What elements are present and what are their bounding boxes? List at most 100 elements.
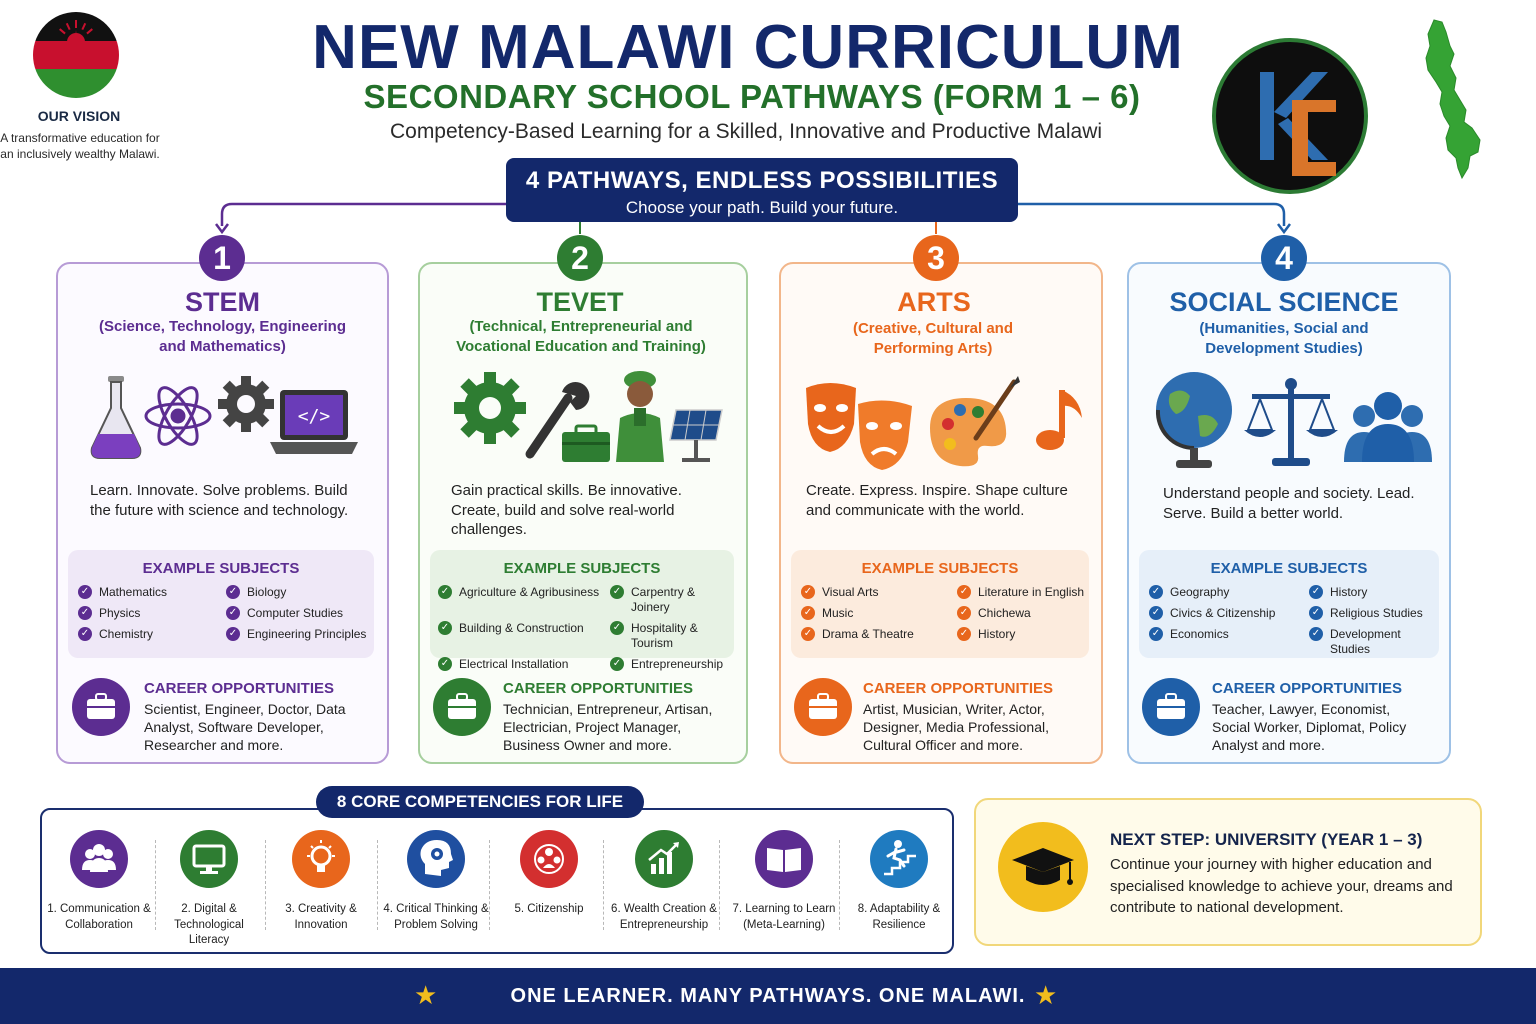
arts-icons (806, 376, 1082, 470)
careers-text: Scientist, Engineer, Doctor, Data Analys… (144, 701, 346, 753)
check-icon: ✓ (610, 621, 624, 635)
subject-item: ✓Literature in English (957, 585, 1089, 600)
check-icon: ✓ (78, 606, 92, 620)
check-icon: ✓ (610, 585, 624, 599)
pathway-number-badge: 2 (557, 235, 603, 281)
atom-icon (144, 386, 212, 446)
check-icon: ✓ (438, 621, 452, 635)
competency-label: 5. Citizenship (514, 903, 584, 915)
briefcase-icon (433, 678, 491, 736)
check-icon: ✓ (1309, 606, 1323, 620)
banner-subtitle: Choose your path. Build your future. (625, 198, 899, 217)
subjects-heading: EXAMPLE SUBJECTS (861, 560, 1019, 577)
subject-item: ✓Visual Arts (801, 585, 957, 600)
careers-heading: CAREER OPPORTUNITIES (144, 680, 335, 697)
subjects-heading: EXAMPLE SUBJECTS (503, 560, 661, 577)
check-icon: ✓ (226, 606, 240, 620)
people-icon (70, 830, 128, 888)
check-icon: ✓ (226, 585, 240, 599)
page-subtitle: SECONDARY SCHOOL PATHWAYS (FORM 1 – 6) (363, 78, 1141, 115)
palette-icon (930, 376, 1020, 467)
competency-label: 1. Communication & Collaboration (47, 903, 151, 931)
competency-label: 6. Wealth Creation & Entrepreneurship (611, 903, 717, 931)
check-icon: ✓ (1149, 627, 1163, 641)
subjects-box: EXAMPLE SUBJECTS ✓Visual Arts ✓Literatur… (791, 550, 1089, 658)
subject-item: ✓Electrical Installation (438, 657, 610, 672)
kc-logo-icon (1260, 72, 1336, 176)
subject-item: ✓Drama & Theatre (801, 627, 957, 642)
check-icon: ✓ (1149, 606, 1163, 620)
check-icon: ✓ (610, 657, 624, 671)
competency-item: 8. Adaptability & Resilience (844, 830, 954, 933)
kc-logo (1212, 38, 1368, 194)
subject-item: ✓Development Studies (1309, 627, 1439, 657)
competency-item: 6. Wealth Creation & Entrepreneurship (609, 830, 719, 933)
competency-item: 3. Creativity & Innovation (266, 830, 376, 933)
competency-item: 7. Learning to Learn (Meta-Learning) (729, 830, 839, 933)
star-icon: ★ (1034, 980, 1058, 1010)
pathways-banner: 4 PATHWAYS, ENDLESS POSSIBILITIES Choose… (506, 158, 1018, 222)
banner-title: 4 PATHWAYS, ENDLESS POSSIBILITIES (525, 167, 999, 194)
growth-chart-icon (635, 830, 693, 888)
scales-icon (1244, 378, 1338, 466)
subject-item: ✓Music (801, 606, 957, 621)
subject-item: ✓Carpentry & Joinery (610, 585, 734, 615)
competency-label: 8. Adaptability & Resilience (857, 903, 941, 931)
check-icon: ✓ (801, 585, 815, 599)
vision-text: A transformative education for an inclus… (0, 131, 160, 161)
monitor-icon (180, 830, 238, 888)
briefcase-icon (1142, 678, 1200, 736)
careers-heading: CAREER OPPORTUNITIES (1212, 680, 1403, 697)
check-icon: ✓ (957, 606, 971, 620)
check-icon: ✓ (438, 585, 452, 599)
careers-heading: CAREER OPPORTUNITIES (503, 680, 694, 697)
music-note-icon (1036, 390, 1082, 450)
subjects-heading: EXAMPLE SUBJECTS (142, 560, 300, 577)
pathway-subtitle: (Science, Technology, Engineering and Ma… (99, 318, 346, 355)
subject-item: ✓Economics (1149, 627, 1309, 657)
malawi-flag-icon (33, 12, 119, 98)
vision-title: OUR VISION (37, 108, 121, 124)
subject-item: ✓History (1309, 585, 1439, 600)
book-icon (755, 830, 813, 888)
check-icon: ✓ (801, 606, 815, 620)
competency-item: 5. Citizenship (494, 830, 604, 918)
check-icon: ✓ (78, 627, 92, 641)
subjects-box: EXAMPLE SUBJECTS ✓Geography ✓History ✓Ci… (1139, 550, 1439, 658)
briefcase-icon (72, 678, 130, 736)
subjects-heading: EXAMPLE SUBJECTS (1210, 560, 1368, 577)
subject-item: ✓Civics & Citizenship (1149, 606, 1309, 621)
subject-item: ✓Entrepreneurship (610, 657, 734, 672)
tevet-icons (454, 371, 723, 462)
page-tagline: Competency-Based Learning for a Skilled,… (389, 120, 1103, 143)
competency-label: 7. Learning to Learn (Meta-Learning) (732, 903, 836, 931)
climber-icon (870, 830, 928, 888)
competency-label: 3. Creativity & Innovation (285, 903, 357, 931)
worker-icon (616, 371, 664, 462)
gear-icon (454, 372, 526, 444)
svg-text:</>: </> (298, 406, 331, 427)
head-gear-icon (407, 830, 465, 888)
social-icons (1155, 372, 1432, 468)
subject-item: ✓Agriculture & Agribusiness (438, 585, 610, 615)
check-icon: ✓ (1149, 585, 1163, 599)
pathway-number-badge: 4 (1261, 235, 1307, 281)
subject-item: ✓Mathematics (78, 585, 226, 600)
careers-text: Technician, Entrepreneur, Artisan, Elect… (503, 701, 713, 753)
stem-icons: </> (90, 376, 358, 459)
careers-text: Artist, Musician, Writer, Actor, Designe… (863, 701, 1049, 753)
wrench-icon (525, 382, 590, 459)
competency-label: 4. Critical Thinking & Problem Solving (383, 903, 489, 931)
next-step-panel: NEXT STEP: UNIVERSITY (YEAR 1 – 3) Conti… (974, 798, 1482, 946)
pathway-number-badge: 3 (913, 235, 959, 281)
flask-icon (90, 376, 142, 459)
check-icon: ✓ (1309, 585, 1323, 599)
careers-heading: CAREER OPPORTUNITIES (863, 680, 1054, 697)
check-icon: ✓ (438, 657, 452, 671)
toolbox-icon (562, 424, 610, 462)
subjects-box: EXAMPLE SUBJECTS ✓Agriculture & Agribusi… (430, 550, 734, 671)
pathway-subtitle: (Creative, Cultural and Performing Arts) (852, 320, 1014, 357)
star-icon: ★ (414, 980, 438, 1010)
subjects-box: EXAMPLE SUBJECTS ✓Mathematics ✓Biology ✓… (68, 550, 374, 658)
subject-item: ✓Religious Studies (1309, 606, 1439, 621)
